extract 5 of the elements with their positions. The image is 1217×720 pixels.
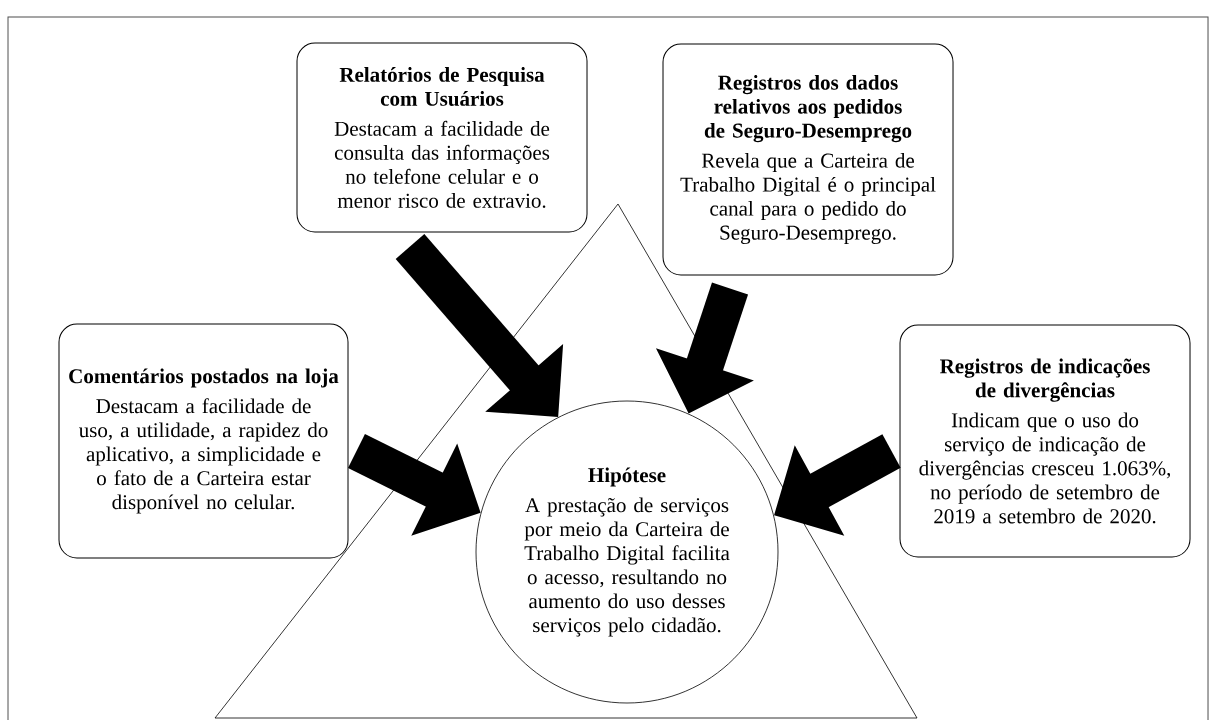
block-arrow [395,234,564,417]
text-box: Comentários postados na loja Destacam a facilidade de uso, a utilidade, a rapidez do aplicativo, a simplicidade e o fato de a Carteira estar disponível no celular. [58,323,349,559]
text-box: Relatórios de Pesquisa com Usuários Destacam a facilidade de consulta das informações no telefone celular e o menor risco de extravio. [296,42,588,233]
text-box: Registros dos dados relativos aos pedidos de Seguro-Desemprego Revela que a Carteira de Trabalho Digital é o principal canal para o pedido do Seguro-Desemprego. [662,43,954,276]
text-box: Registros de indicações de divergências Indicam que o uso do serviço de indicação de divergências cresceu 1.063%, no período de setembro de 2019 a setembro de 2020. [899,324,1191,558]
